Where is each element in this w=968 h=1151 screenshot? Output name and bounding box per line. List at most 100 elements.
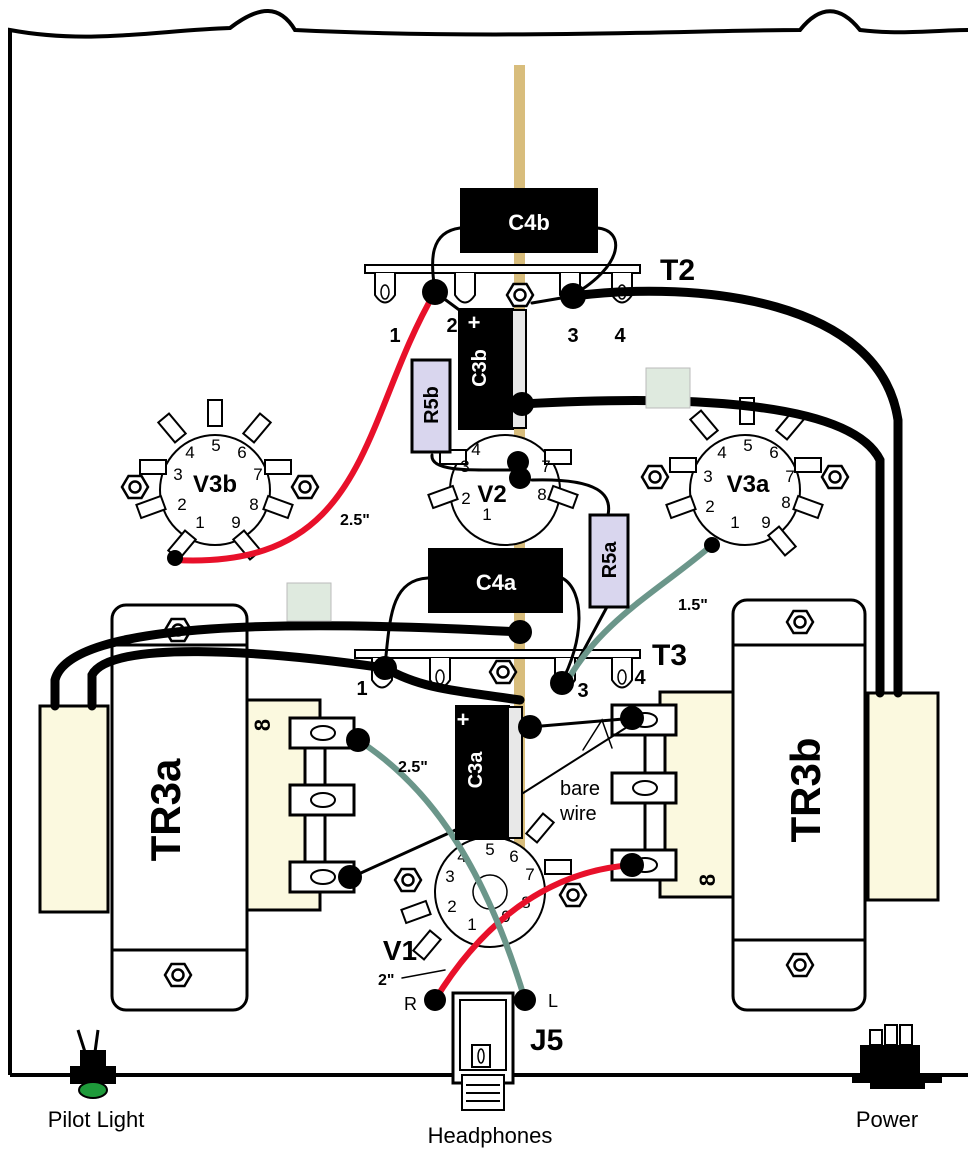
t2-terminal-3: 3: [567, 325, 578, 347]
t2-label: T2: [660, 254, 695, 287]
v3a-pin-7: 7: [785, 467, 794, 486]
green-v3a-length: 1.5": [678, 597, 708, 614]
c4a-left-lead: [383, 576, 430, 667]
joint-tr3b-bottom: [620, 853, 644, 877]
r5b-to-v2: [430, 453, 520, 472]
t3-terminal-1: 1: [356, 678, 367, 700]
v1-pin-1: 1: [467, 915, 476, 934]
tr3a-transformer: [38, 603, 335, 1012]
t2-terminal-2: 2: [446, 315, 457, 337]
black-leads: [50, 286, 903, 711]
v2-pin-8: 8: [537, 485, 546, 504]
v3b-pin-3: 3: [173, 465, 182, 484]
bare-wire-label-2: wire: [559, 803, 597, 825]
joint-t3-1: [373, 656, 397, 680]
c4b-right-lead: [571, 226, 618, 297]
joint-t2-3: [560, 283, 586, 309]
green-v1-length: 2.5": [398, 759, 428, 776]
joint-tr3a-top: [346, 728, 370, 752]
green-wire-v3a-to-t3-3: [562, 542, 715, 688]
r5a-resistor: [588, 513, 630, 609]
tape-lower: [286, 582, 332, 622]
tr3a-terminal-8: 8: [250, 719, 275, 731]
tr3a-lugs: [288, 716, 356, 894]
v3a-pin-6: 6: [769, 443, 778, 462]
v2-pin-2: 2: [461, 489, 470, 508]
pilot-light: [70, 1029, 116, 1099]
t2-terminal-strip: [364, 264, 641, 308]
v2-label: V2: [477, 481, 506, 508]
joint-v2-a: [507, 451, 529, 473]
v2-pin-1: 1: [482, 505, 491, 524]
v2-pin-3: 3: [460, 457, 469, 476]
green-wire-tr3a-to-jack-l: [355, 737, 528, 1003]
v1-pin-7: 7: [525, 865, 534, 884]
tape-upper: [645, 367, 691, 409]
c3a-capacitor: [455, 705, 523, 840]
v3a-pin-4: 4: [717, 443, 726, 462]
v1-socket: [393, 812, 588, 961]
v3a-pin-3: 3: [703, 467, 712, 486]
joint-t3-3: [550, 671, 574, 695]
c3a-to-tr3a: [350, 826, 462, 879]
t2-terminal-1: 1: [389, 325, 400, 347]
wire-t3-1-to-c3a: [380, 663, 525, 705]
joint-v3a-pin1: [704, 537, 720, 553]
v3b-pin-7: 7: [253, 465, 262, 484]
t2-terminal-4: 4: [614, 325, 626, 347]
j5-headphone-jack: [451, 991, 515, 1111]
wire-tr3a-to-c4a-node: [50, 621, 525, 711]
green-wires: [355, 542, 715, 1003]
wire-tr3a-to-t3-1: [87, 647, 390, 711]
wire-t2-3-to-tr3b: [568, 286, 903, 698]
c4b-label: C4b: [508, 210, 550, 235]
joint-c3b-lead: [510, 392, 534, 416]
v3b-pin-9: 9: [231, 513, 240, 532]
v1-label: V1: [383, 935, 417, 966]
red-wires: [172, 289, 635, 1003]
bare-wire-pointer: [582, 718, 613, 751]
jack-r-label: R: [404, 994, 417, 1014]
joint-v3b-pin1: [167, 550, 183, 566]
v1-pin-2: 2: [447, 897, 456, 916]
v3a-label: V3a: [727, 471, 770, 498]
bare-wire-label-1: bare: [560, 778, 600, 800]
c3a-to-tr3b: [528, 716, 637, 729]
wire-length-labels: 2.5" 1.5" 2.5" 2": [340, 512, 708, 989]
v2-pin-4: 4: [471, 440, 480, 459]
joint-tr3b-top: [620, 706, 644, 730]
joint-v2-b: [509, 467, 531, 489]
v2-pin-7: 7: [541, 457, 550, 476]
v3b-pin-6: 6: [237, 443, 246, 462]
v3b-pin-5: 5: [211, 436, 220, 455]
t3-terminal-4: 4: [634, 667, 646, 689]
v3b-pin-8: 8: [249, 495, 258, 514]
joint-tr3a-bottom: [338, 865, 362, 889]
t3-terminal-3: 3: [577, 680, 588, 702]
v2-to-r5a: [530, 478, 611, 517]
j5-label: J5: [530, 1024, 563, 1057]
v3a-pin-9: 9: [761, 513, 770, 532]
v3a-socket: [640, 397, 850, 557]
v1-2inch-pointer: [401, 969, 446, 979]
joint-t2-1: [422, 279, 448, 305]
c4a-label: C4a: [476, 570, 517, 595]
v3a-pin-1: 1: [730, 513, 739, 532]
power-connector: [852, 1024, 942, 1089]
red-v1-length: 2": [378, 972, 394, 989]
v1-pin-6: 6: [509, 847, 518, 866]
chassis-outline: [8, 9, 968, 1075]
joint-c4a-node: [508, 620, 532, 644]
v3a-pin-2: 2: [705, 497, 714, 516]
tr3b-label: TR3b: [782, 738, 829, 843]
r5a-label: R5a: [599, 541, 621, 579]
v3a-pin-8: 8: [781, 493, 790, 512]
tr3b-terminal-8: 8: [695, 874, 720, 886]
jack-l-label: L: [548, 991, 558, 1011]
c3b-plus: +: [468, 310, 481, 335]
c3b-label: C3b: [469, 349, 491, 387]
v3b-label: V3b: [193, 471, 237, 498]
headphones-label: Headphones: [428, 1123, 553, 1148]
v3b-pin-4: 4: [185, 443, 194, 462]
